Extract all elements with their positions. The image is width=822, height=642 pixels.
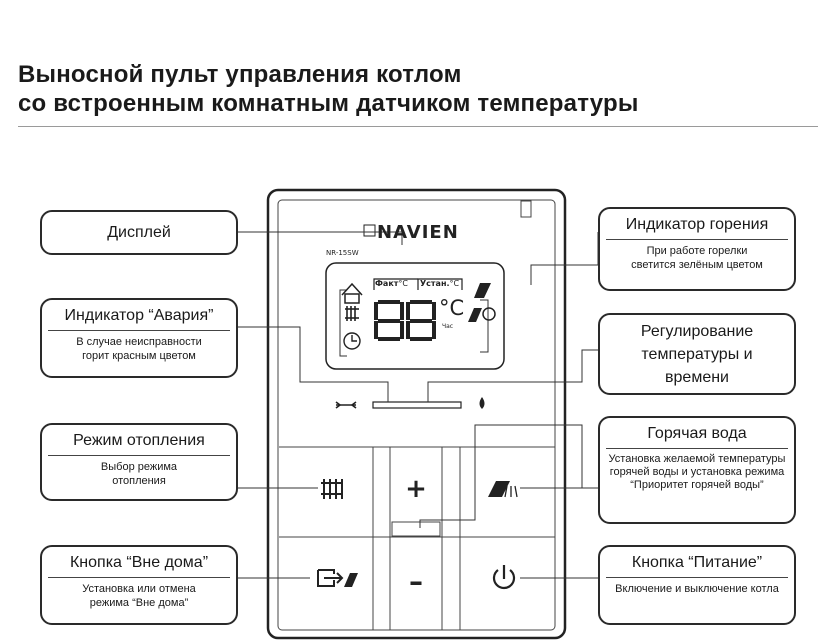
away-tap-icon [344, 573, 358, 587]
title-line-2: со встроенным комнатным датчиком темпера… [18, 90, 639, 117]
status-bar [372, 401, 462, 409]
callout-heating-mode: Режим отопления Выбор режима отопления [40, 423, 238, 501]
tap-icon [474, 283, 491, 298]
hotwater-button-icon [488, 481, 518, 498]
page-title: Выносной пульт управления котлом со встр… [18, 60, 639, 118]
brand-logo: NAVIEN [377, 222, 459, 243]
title-divider [18, 126, 818, 127]
callout-away: Кнопка “Вне дома” Установка или отмена р… [40, 545, 238, 625]
seven-segment-digits [374, 300, 436, 341]
heating-button-icon [321, 479, 343, 499]
callout-temperature: Регулирование температуры и времени [598, 313, 796, 395]
lcd-fact-label: Факт°C [375, 279, 408, 288]
callout-burner: Индикатор горения При работе горелки све… [598, 207, 796, 291]
callout-power: Кнопка “Питание” Включение и выключение … [598, 545, 796, 625]
power-icon [492, 565, 516, 590]
clock-icon [343, 332, 361, 350]
wrench-icon [335, 401, 357, 409]
power-button[interactable] [466, 542, 548, 626]
model-label: NR-15SW [326, 249, 359, 257]
callout-alarm: Индикатор “Авария” В случае неисправност… [40, 298, 238, 378]
away-button-icon [317, 569, 344, 587]
plus-button[interactable]: + [405, 474, 427, 504]
away-button[interactable] [292, 542, 368, 626]
lcd-hour-label: Час [442, 323, 454, 330]
heating-mode-button[interactable] [292, 452, 368, 532]
radiator-icon [345, 306, 359, 321]
lcd-degree-label: °C [439, 296, 465, 320]
lcd-set-label: Устан.°C [420, 279, 460, 288]
title-line-1: Выносной пульт управления котлом [18, 61, 462, 88]
flame-icon [479, 397, 485, 409]
home-icon [341, 282, 363, 304]
callout-display: Дисплей [40, 210, 238, 255]
minus-button[interactable]: – [409, 565, 423, 598]
tap-flame-icon [468, 307, 496, 322]
button-grid [279, 446, 555, 630]
callout-hot-water: Горячая вода Установка желаемой температ… [598, 416, 796, 524]
hot-water-button[interactable] [466, 452, 548, 532]
lcd-screen [325, 262, 505, 370]
device-inner-frame [277, 199, 556, 631]
